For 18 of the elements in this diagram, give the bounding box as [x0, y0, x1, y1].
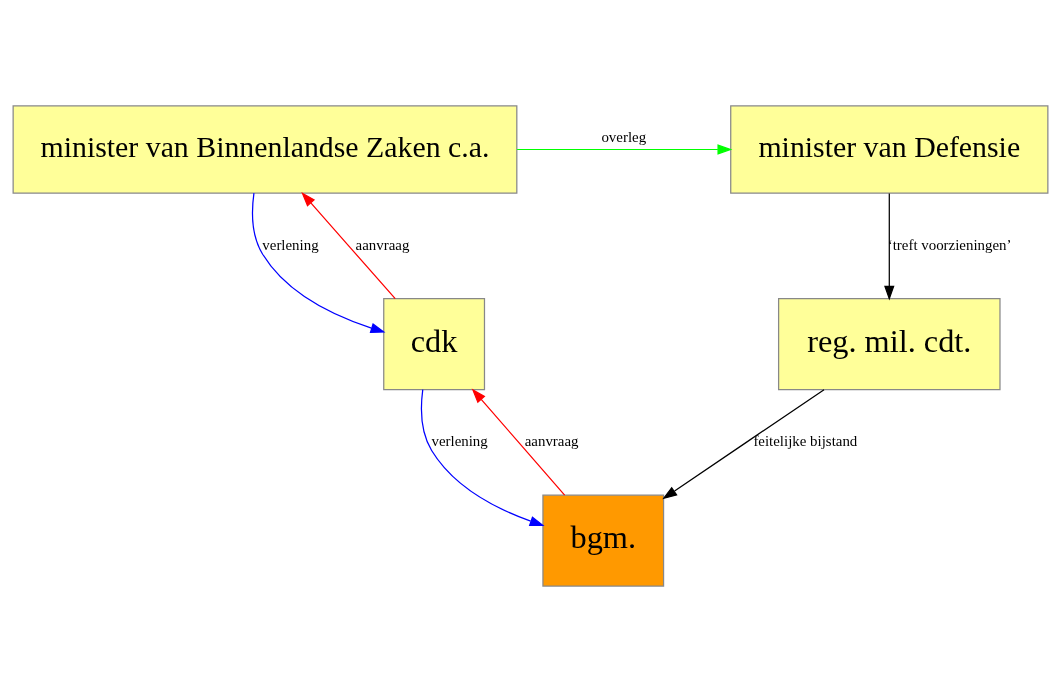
- edge-label: feitelijke bijstand: [753, 432, 858, 449]
- arrow: [251, 192, 386, 333]
- edge-label: aanvraag: [355, 236, 410, 253]
- node-box: minister van Defensie: [730, 104, 1049, 194]
- node-box: bgm.: [542, 494, 665, 587]
- node-box: reg. mil. cdt.: [778, 297, 1001, 390]
- arrow: [471, 387, 566, 496]
- edge-label: overleg: [601, 128, 647, 145]
- node-box: minister van Binnenlandse Zaken c.a.: [12, 104, 518, 194]
- arrow: [662, 388, 825, 499]
- node-box: cdk: [383, 297, 486, 390]
- edge-label: aanvraag: [524, 432, 579, 449]
- arrow: [301, 191, 396, 299]
- arrow: [516, 143, 733, 155]
- edge-label: verlening: [431, 432, 488, 449]
- edge-label: verlening: [262, 236, 319, 253]
- arrow: [420, 388, 545, 526]
- arrow: [884, 192, 895, 301]
